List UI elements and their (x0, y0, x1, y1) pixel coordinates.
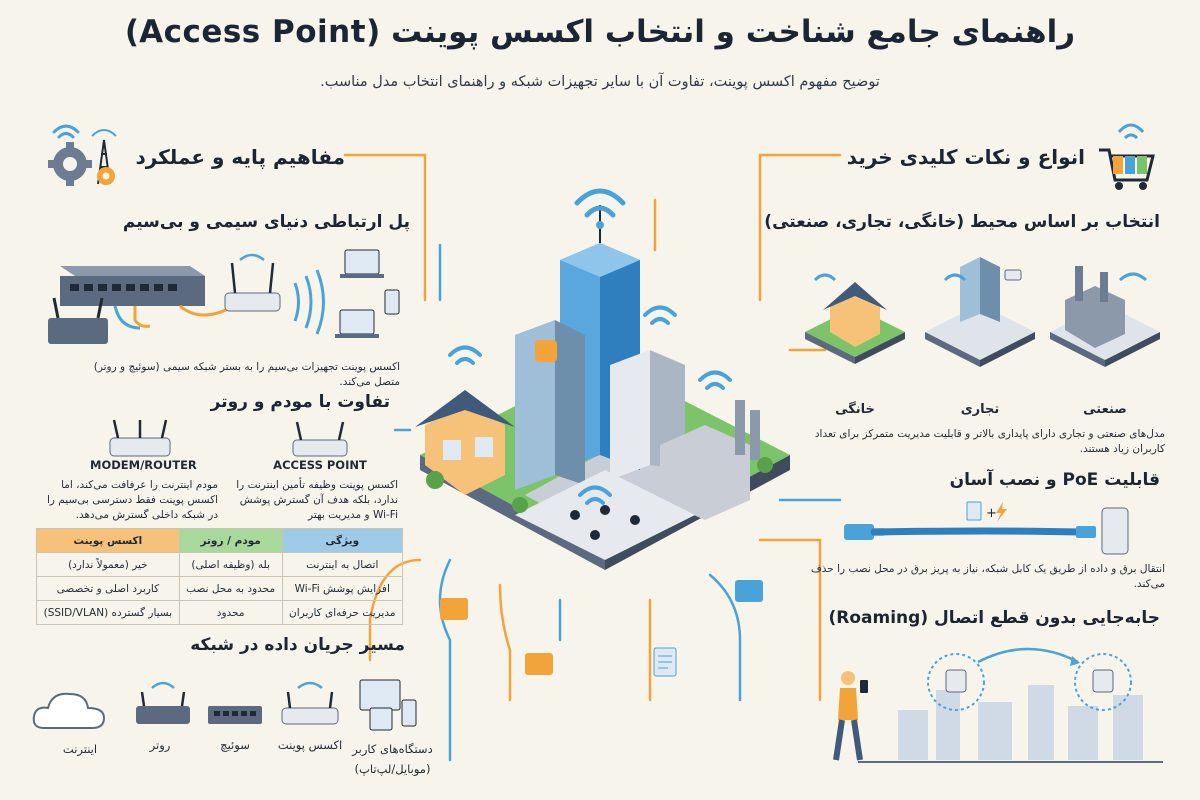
router-icon (136, 681, 190, 724)
table-cell: مدیریت حرفه‌ای کاربران (281, 600, 404, 625)
table-row: افزایش پوشش Wi-Fi محدود به محل نصب کاربر… (36, 576, 404, 601)
flow-illustration (32, 679, 417, 731)
table-cell: اتصال به اینترنت (281, 552, 404, 577)
ap-caption: اکسس پوینت وظیفه تأمین اینترنت را ندارد،… (236, 479, 398, 522)
env-label-commercial: تجاری (960, 402, 1000, 417)
modem-caption: مودم اینترنت را عرفافت می‌کند، اما اکسس … (46, 479, 218, 522)
svg-text:+: + (986, 506, 997, 521)
devices-icon (359, 679, 417, 731)
bridge-title: پل ارتباطی دنیای سیمی و بی‌سیم (122, 212, 410, 232)
flow-label-devices-2: (موبایل/لپ‌تاپ) (354, 762, 431, 776)
table-cell: افزایش پوشش Wi-Fi (281, 576, 404, 601)
wifi-icon (574, 188, 626, 218)
table-header-feature: ویژگی (281, 528, 404, 553)
poe-illustration: + (844, 501, 1129, 555)
modem-label: MODEM/ROUTER (90, 458, 197, 472)
modem-router-illustration (109, 419, 171, 457)
person-icon (833, 671, 868, 761)
wifi-icon (52, 124, 80, 139)
table-row: اتصال به اینترنت بله (وظیفه اصلی) خیر (م… (36, 552, 404, 577)
flow-label-internet: اینترنت (62, 742, 98, 756)
table-cell: بسیار گسترده (SSID/VLAN) (36, 600, 180, 625)
ap-label: ACCESS POINT (273, 458, 367, 472)
switch-icon (208, 706, 262, 724)
access-point-illustration (292, 421, 348, 457)
env-caption: مدل‌های صنعتی و تجاری دارای پایداری بالا… (814, 428, 1165, 456)
roaming-illustration (833, 647, 1163, 763)
flow-title: مسیر جریان داده در شبکه (190, 635, 405, 655)
env-label-industrial: صنعتی (1083, 402, 1127, 417)
page-title: راهنمای جامع شناخت و انتخاب اکسس پوینت (… (124, 14, 1076, 50)
gear-icon (48, 142, 92, 186)
table-cell: محدود (178, 600, 283, 625)
devices-icon (335, 249, 400, 338)
basics-title: مفاهیم پایه و عملکرد (135, 145, 345, 169)
poe-title: قابلیت PoE و نصب آسان (949, 470, 1160, 490)
table-cell: خیر (معمولاً ندارد) (36, 552, 180, 577)
env-title: انتخاب بر اساس محیط (خانگی، تجاری، صنعتی… (764, 212, 1160, 232)
flow-label-switch: سوئیچ (220, 738, 250, 752)
router-icon (48, 297, 108, 344)
env-label-home: خانگی (835, 402, 875, 417)
table-header-ap: اکسس پوینت (36, 528, 180, 553)
flow-label-ap: اکسس پوینت (277, 738, 343, 752)
factory (660, 400, 760, 520)
environment-illustration (805, 257, 1160, 367)
table-cell: بله (وظیفه اصلی) (178, 552, 283, 577)
house (415, 390, 515, 495)
industrial-scene (1050, 266, 1160, 367)
gear-tower-illustration (48, 124, 117, 186)
ap-icon (281, 681, 339, 725)
plug-icon (966, 501, 982, 521)
flow-label-devices-1: دستگاه‌های کاربر (352, 742, 433, 756)
cart-icon (1099, 123, 1155, 190)
switch-icon (60, 266, 205, 306)
poe-caption: انتقال برق و داده از طریق یک کابل شبکه، … (810, 563, 1165, 591)
cloud-icon (32, 692, 106, 729)
home-scene (805, 273, 905, 364)
smart-city-illustration (415, 188, 790, 570)
table-header-modem: مودم / روتر (178, 528, 283, 553)
comparison-table-wrapper: ویژگی مودم / روتر اکسس پوینت اتصال به ای… (36, 528, 404, 625)
bolt-icon (996, 502, 1007, 522)
bridge-illustration (48, 249, 400, 344)
commercial-scene (925, 257, 1035, 367)
buy-title: انواع و نکات کلیدی خرید (846, 145, 1085, 169)
roaming-title: جابه‌جایی بدون قطع اتصال (Roaming) (828, 608, 1160, 628)
ap-icon (224, 253, 281, 312)
table-row: مدیریت حرفه‌ای کاربران محدود بسیار گسترد… (36, 600, 404, 625)
page-subtitle: توضیح مفهوم اکسس پوینت، تفاوت آن با سایر… (320, 74, 880, 90)
diff-title: تفاوت با مودم و روتر (210, 392, 390, 412)
comparison-table: ویژگی مودم / روتر اکسس پوینت اتصال به ای… (36, 528, 404, 625)
flow-label-router: روتر (149, 738, 171, 752)
table-cell: کاربرد اصلی و تخصصی (36, 576, 180, 601)
table-cell: محدود به محل نصب (178, 576, 283, 601)
bridge-caption: اکسس پوینت تجهیزات بی‌سیم را به بستر شبک… (93, 361, 400, 389)
